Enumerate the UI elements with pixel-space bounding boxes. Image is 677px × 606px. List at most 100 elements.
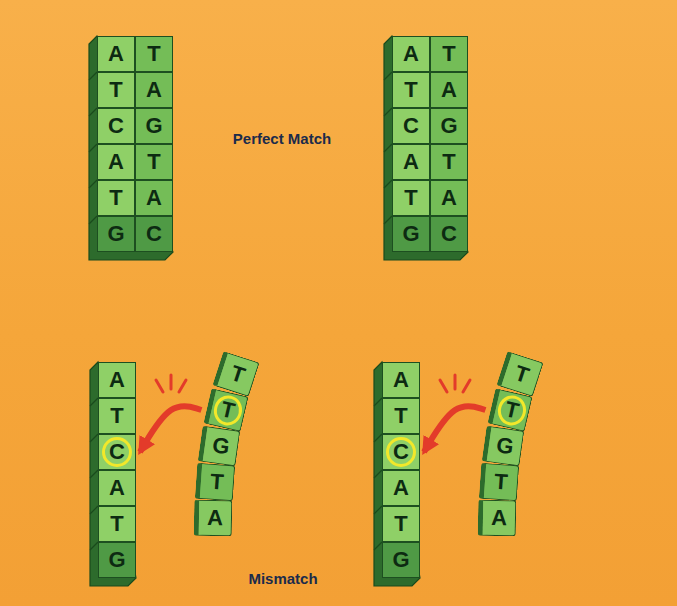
base-letter: A xyxy=(389,365,413,395)
base-letter: A xyxy=(437,75,461,105)
base-block: T xyxy=(382,398,420,434)
base-block: A xyxy=(135,72,173,108)
base-block: A xyxy=(382,470,420,506)
base-block: T xyxy=(195,463,235,502)
base-block: T xyxy=(430,144,468,180)
base-letter: T xyxy=(105,183,126,213)
stack-side xyxy=(374,362,420,586)
base-letter: C xyxy=(104,111,128,141)
base-letter: T xyxy=(507,357,537,392)
base-block: A xyxy=(478,500,517,537)
base-block: C xyxy=(97,108,135,144)
base-block: A xyxy=(382,362,420,398)
base-block: T xyxy=(487,388,532,432)
base-block: A xyxy=(430,180,468,216)
base-letter: G xyxy=(141,111,166,141)
base-block: G xyxy=(430,108,468,144)
base-block: G xyxy=(482,426,525,467)
base-letter: A xyxy=(203,503,227,533)
base-block: G xyxy=(198,426,241,467)
base-block: G xyxy=(135,108,173,144)
stack-side xyxy=(90,362,136,586)
base-letter: A xyxy=(389,473,413,503)
base-block: A xyxy=(97,144,135,180)
base-block: A xyxy=(135,180,173,216)
base-letter: C xyxy=(102,437,132,467)
base-letter: C xyxy=(437,219,461,249)
base-block: T xyxy=(97,180,135,216)
base-letter: G xyxy=(398,219,423,249)
base-block: G xyxy=(382,542,420,578)
base-block: T xyxy=(203,388,248,432)
base-letter: A xyxy=(104,39,128,69)
row-edge xyxy=(374,398,382,550)
base-block: C xyxy=(382,434,420,470)
base-block: T xyxy=(479,463,519,502)
base-letter: T xyxy=(105,75,126,105)
base-letter: A xyxy=(104,147,128,177)
base-letter: T xyxy=(400,75,421,105)
base-letter: T xyxy=(106,401,127,431)
base-letter: G xyxy=(436,111,461,141)
panel-caption: Mismatch xyxy=(248,570,317,587)
base-letter: A xyxy=(437,183,461,213)
stack-side xyxy=(89,36,173,260)
base-letter: A xyxy=(399,147,423,177)
base-block: A xyxy=(392,144,430,180)
base-block: T xyxy=(430,36,468,72)
base-block: T xyxy=(98,398,136,434)
base-letter: C xyxy=(399,111,423,141)
clash-burst xyxy=(156,375,186,392)
base-block: T xyxy=(382,506,420,542)
base-letter: T xyxy=(438,147,459,177)
base-letter: T xyxy=(106,509,127,539)
base-letter: G xyxy=(103,219,128,249)
base-block: A xyxy=(392,36,430,72)
base-letter: A xyxy=(105,365,129,395)
base-letter: T xyxy=(143,147,164,177)
base-block: T xyxy=(135,144,173,180)
clash-burst xyxy=(440,375,470,392)
base-letter: G xyxy=(104,545,129,575)
base-letter: A xyxy=(487,503,511,533)
base-block: T xyxy=(97,72,135,108)
base-letter: C xyxy=(386,437,416,467)
base-block: T xyxy=(392,72,430,108)
row-edge xyxy=(90,398,98,550)
row-edge xyxy=(89,72,97,224)
base-letter: C xyxy=(142,219,166,249)
base-block: C xyxy=(430,216,468,252)
base-block: C xyxy=(98,434,136,470)
base-letter: T xyxy=(495,393,528,428)
base-letter: T xyxy=(390,401,411,431)
base-block: A xyxy=(97,36,135,72)
base-letter: A xyxy=(105,473,129,503)
base-block: T xyxy=(392,180,430,216)
base-letter: T xyxy=(223,357,253,392)
base-letter: T xyxy=(143,39,164,69)
base-letter: G xyxy=(206,430,235,463)
base-block: A xyxy=(98,362,136,398)
base-letter: T xyxy=(390,509,411,539)
base-letter: T xyxy=(211,393,244,428)
base-block: C xyxy=(135,216,173,252)
base-letter: G xyxy=(490,430,519,463)
base-letter: A xyxy=(142,75,166,105)
base-block: A xyxy=(194,500,233,537)
mismatch-arrow xyxy=(140,406,201,452)
mismatch-arrow xyxy=(424,406,485,452)
base-letter: T xyxy=(489,466,512,497)
base-letter: G xyxy=(388,545,413,575)
base-block: G xyxy=(98,542,136,578)
row-edge xyxy=(384,72,392,224)
panel-caption: Perfect Match xyxy=(233,130,331,147)
base-letter: T xyxy=(205,466,228,497)
base-block: C xyxy=(392,108,430,144)
base-block: G xyxy=(97,216,135,252)
base-block: G xyxy=(392,216,430,252)
base-letter: A xyxy=(142,183,166,213)
base-letter: A xyxy=(399,39,423,69)
base-letter: T xyxy=(438,39,459,69)
base-block: T xyxy=(135,36,173,72)
